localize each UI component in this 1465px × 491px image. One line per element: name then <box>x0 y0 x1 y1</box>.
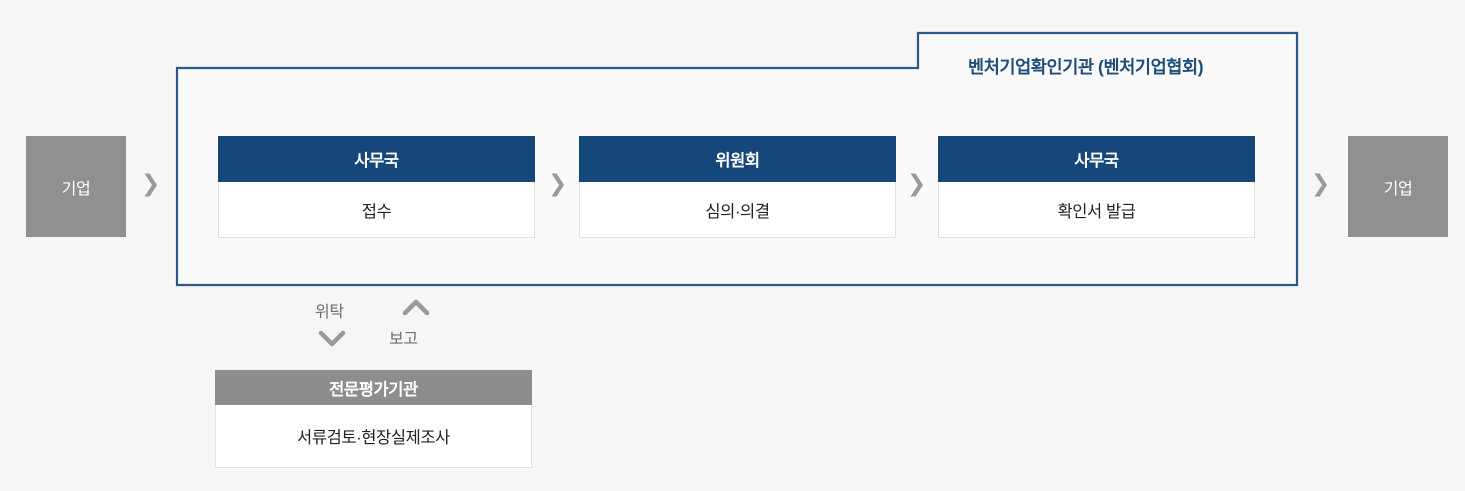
chevron-right-icon-3: ❯ <box>907 170 927 196</box>
entity-left-label: 기업 <box>61 180 91 198</box>
entity-right-label: 기업 <box>1383 180 1413 198</box>
process-card-3: 사무국 확인서 발급 <box>938 136 1255 238</box>
arrow-down-icon <box>318 330 346 347</box>
flow-label-delegate: 위탁 <box>315 304 344 321</box>
process-card-1: 사무국 접수 <box>218 136 535 238</box>
process-card-3-header: 사무국 <box>938 136 1255 182</box>
evaluator-card: 전문평가기관 서류검토·현장실제조사 <box>215 370 532 468</box>
process-card-3-body: 확인서 발급 <box>938 182 1255 238</box>
arrow-up-icon <box>402 299 430 316</box>
process-card-2-body: 심의·의결 <box>579 182 896 238</box>
agency-container-title: 벤처기업확인기관 (벤처기업협회) <box>968 57 1204 77</box>
process-card-2-header: 위원회 <box>579 136 896 182</box>
process-card-1-header: 사무국 <box>218 136 535 182</box>
chevron-right-icon-4: ❯ <box>1311 170 1331 196</box>
process-card-1-body: 접수 <box>218 182 535 238</box>
evaluator-card-body: 서류검토·현장실제조사 <box>215 405 532 468</box>
process-card-2: 위원회 심의·의결 <box>579 136 896 238</box>
flow-label-report: 보고 <box>389 331 418 348</box>
chevron-right-icon-1: ❯ <box>141 170 161 196</box>
chevron-right-icon-2: ❯ <box>548 170 568 196</box>
evaluator-card-header: 전문평가기관 <box>215 370 532 405</box>
entity-box-right: 기업 <box>1348 136 1448 237</box>
entity-box-left: 기업 <box>26 136 126 237</box>
